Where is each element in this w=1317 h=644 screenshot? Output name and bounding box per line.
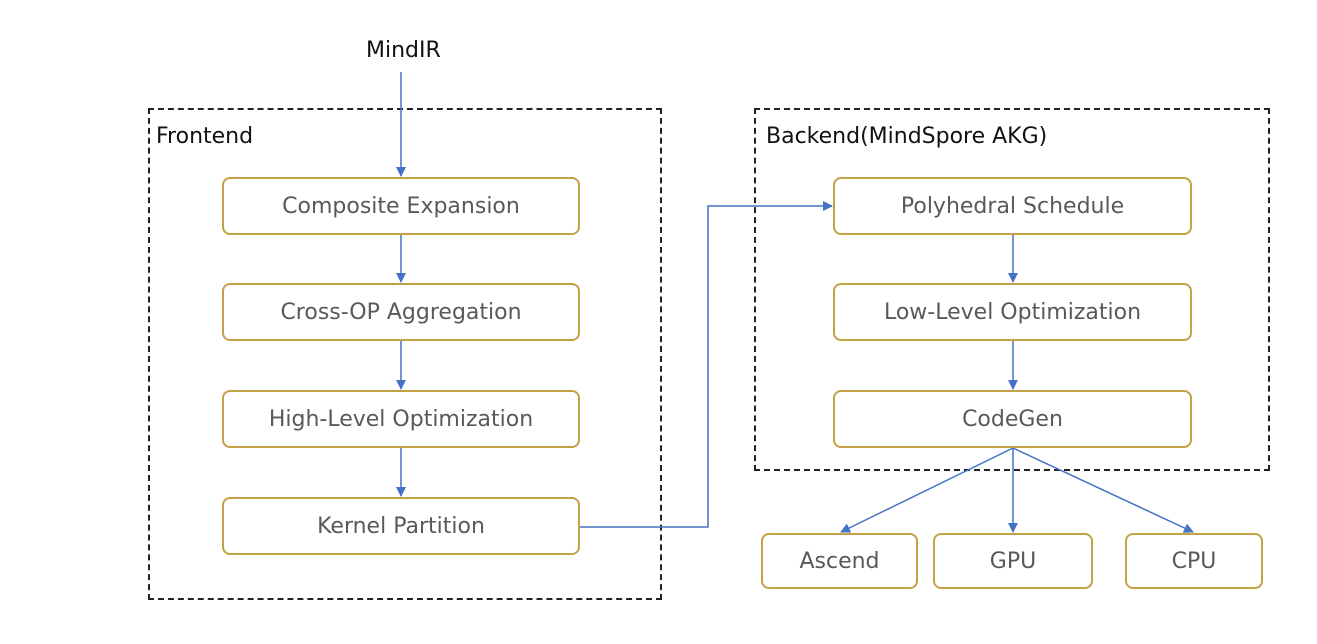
low-level-optimization-box: Low-Level Optimization [833,283,1192,341]
ascend-target-box: Ascend [761,533,918,589]
frontend-title: Frontend [156,124,254,149]
arrow-kernel-to-polyhedral [580,201,833,528]
cpu-target-box: CPU [1125,533,1263,589]
composite-expansion-box: Composite Expansion [222,177,580,235]
arrow-codegen-to-cpu [1012,447,1194,533]
mindir-label: MindIR [366,38,441,63]
codegen-box: CodeGen [833,390,1192,448]
gpu-target-box: GPU [933,533,1093,589]
arrow-codegen-to-ascend [840,447,1014,533]
backend-group [754,108,1270,471]
frontend-group [148,108,662,600]
backend-title: Backend(MindSpore AKG) [766,124,1048,149]
polyhedral-schedule-box: Polyhedral Schedule [833,177,1192,235]
cross-op-aggregation-box: Cross-OP Aggregation [222,283,580,341]
high-level-optimization-box: High-Level Optimization [222,390,580,448]
kernel-partition-box: Kernel Partition [222,497,580,555]
